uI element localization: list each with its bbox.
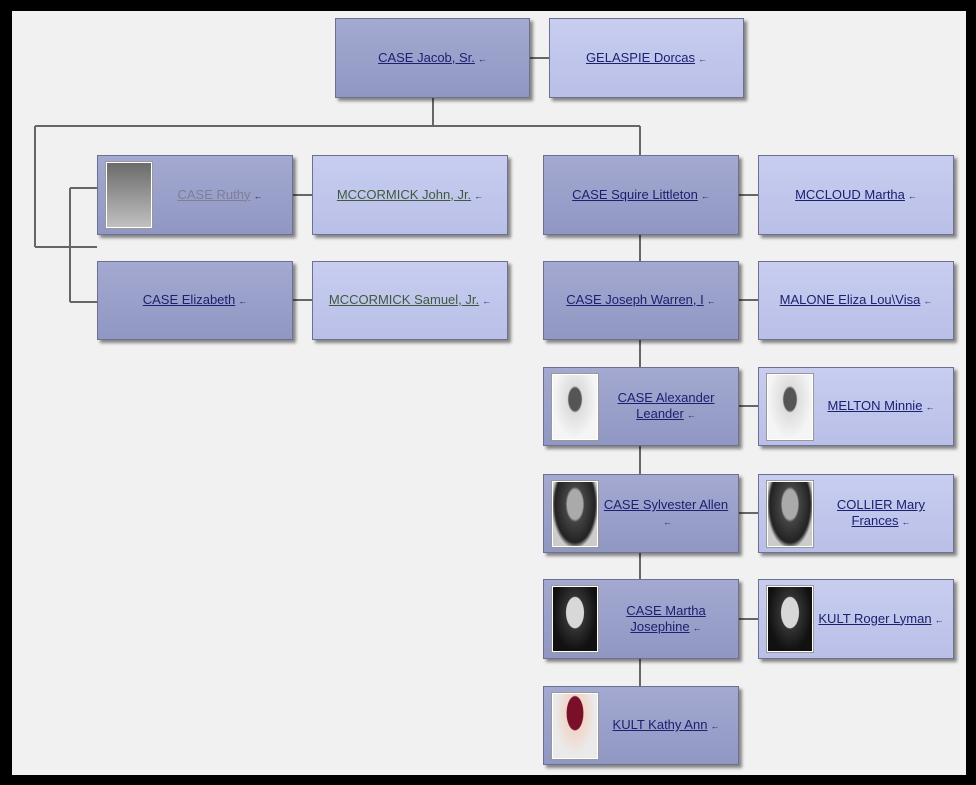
person-box-samuel[interactable]: MCCORMICK Samuel, Jr.← [312, 261, 508, 340]
arrow-left-icon[interactable]: ← [923, 296, 933, 306]
person-name-text: MCCLOUD Martha [795, 186, 905, 202]
person-box-alexander[interactable]: CASE Alexander Leander← [543, 367, 739, 446]
person-name-link[interactable]: CASE Elizabeth← [137, 292, 254, 309]
person-box-jacob[interactable]: CASE Jacob, Sr.← [335, 18, 530, 98]
person-name-text: MCCORMICK Samuel, Jr. [328, 292, 480, 307]
arrow-left-icon[interactable]: ← [907, 190, 917, 201]
arrow-left-icon[interactable]: ← [925, 402, 935, 412]
person-box-martha_m[interactable]: MCCLOUD Martha← [758, 155, 954, 235]
person-box-minnie[interactable]: MELTON Minnie← [758, 367, 954, 446]
portrait-photo[interactable] [767, 373, 813, 440]
arrow-left-icon[interactable]: ← [710, 721, 720, 731]
person-box-sylvester[interactable]: CASE Sylvester Allen ← [543, 474, 739, 553]
person-name-link[interactable]: MCCLOUD Martha← [789, 187, 923, 204]
person-name-link[interactable]: CASE Jacob, Sr.← [372, 50, 493, 67]
portrait-photo[interactable] [552, 586, 598, 652]
person-name-text: CASE Jacob, Sr. [378, 49, 475, 65]
portrait-photo[interactable] [552, 692, 598, 759]
person-name-link[interactable]: CASE Martha Josephine← [598, 603, 738, 636]
person-box-ruthy[interactable]: CASE Ruthy← [97, 155, 293, 235]
arrow-left-icon[interactable]: ← [706, 296, 716, 306]
person-name-link[interactable]: KULT Roger Lyman← [813, 611, 953, 628]
portrait-photo[interactable] [552, 480, 598, 547]
portrait-photo[interactable] [767, 586, 813, 652]
arrow-left-icon[interactable]: ← [692, 622, 702, 633]
arrow-left-icon[interactable]: ← [238, 296, 248, 306]
arrow-left-icon[interactable]: ← [253, 190, 263, 201]
person-name-link[interactable]: CASE Alexander Leander← [598, 390, 738, 423]
person-name-text: CASE Alexander Leander [617, 390, 715, 421]
person-box-mary[interactable]: COLLIER Mary Frances← [758, 474, 954, 553]
person-name-link[interactable]: MCCORMICK John, Jr.← [331, 187, 489, 204]
person-box-kathy[interactable]: KULT Kathy Ann← [543, 686, 739, 765]
person-name-link[interactable]: MCCORMICK Samuel, Jr.← [323, 292, 497, 309]
person-name-text: COLLIER Mary Frances [836, 497, 926, 528]
arrow-left-icon[interactable]: ← [700, 190, 710, 201]
person-box-roger[interactable]: KULT Roger Lyman← [758, 579, 954, 659]
person-name-text: GELASPIE Dorcas [585, 49, 696, 65]
person-name-text: CASE Martha Josephine [626, 602, 706, 634]
arrow-left-icon[interactable]: ← [698, 53, 708, 64]
person-name-link[interactable]: KULT Kathy Ann← [598, 717, 738, 734]
person-name-link[interactable]: CASE Joseph Warren, I← [560, 292, 722, 309]
person-name-text: CASE Joseph Warren, I [566, 292, 704, 307]
person-name-text: MELTON Minnie [827, 398, 923, 413]
arrow-left-icon[interactable]: ← [477, 53, 487, 64]
person-box-joseph[interactable]: CASE Joseph Warren, I← [543, 261, 739, 340]
arrow-left-icon[interactable]: ← [686, 410, 696, 420]
person-box-john[interactable]: MCCORMICK John, Jr.← [312, 155, 508, 235]
person-name-text: KULT Roger Lyman [818, 610, 932, 626]
person-box-squire[interactable]: CASE Squire Littleton← [543, 155, 739, 235]
person-box-martha_j[interactable]: CASE Martha Josephine← [543, 579, 739, 659]
person-name-link[interactable]: COLLIER Mary Frances← [813, 497, 953, 530]
arrow-left-icon[interactable]: ← [934, 614, 944, 625]
portrait-photo[interactable] [552, 373, 598, 440]
person-name-link[interactable]: MALONE Eliza Lou\Visa← [774, 292, 939, 309]
person-name-text: KULT Kathy Ann [612, 717, 708, 732]
person-name-text: MALONE Eliza Lou\Visa [779, 292, 921, 307]
person-box-elizabeth[interactable]: CASE Elizabeth← [97, 261, 293, 340]
person-name-text: CASE Elizabeth [142, 292, 236, 307]
arrow-left-icon[interactable]: ← [901, 517, 911, 527]
person-name-link[interactable]: CASE Ruthy← [152, 187, 292, 204]
person-name-link[interactable]: GELASPIE Dorcas← [580, 50, 713, 67]
person-name-text: CASE Sylvester Allen [603, 497, 729, 512]
person-box-dorcas[interactable]: GELASPIE Dorcas← [549, 18, 744, 98]
person-name-link[interactable]: CASE Squire Littleton← [566, 187, 716, 204]
person-name-text: CASE Squire Littleton [572, 186, 698, 202]
portrait-photo[interactable] [767, 480, 813, 547]
portrait-photo[interactable] [106, 162, 152, 228]
arrow-left-icon[interactable]: ← [663, 517, 672, 527]
arrow-left-icon[interactable]: ← [482, 296, 492, 306]
person-name-text: CASE Ruthy [177, 186, 251, 202]
person-box-eliza[interactable]: MALONE Eliza Lou\Visa← [758, 261, 954, 340]
arrow-left-icon[interactable]: ← [474, 190, 484, 201]
person-name-text: MCCORMICK John, Jr. [336, 186, 472, 202]
person-name-link[interactable]: CASE Sylvester Allen ← [598, 497, 738, 530]
person-name-link[interactable]: MELTON Minnie← [813, 398, 953, 415]
